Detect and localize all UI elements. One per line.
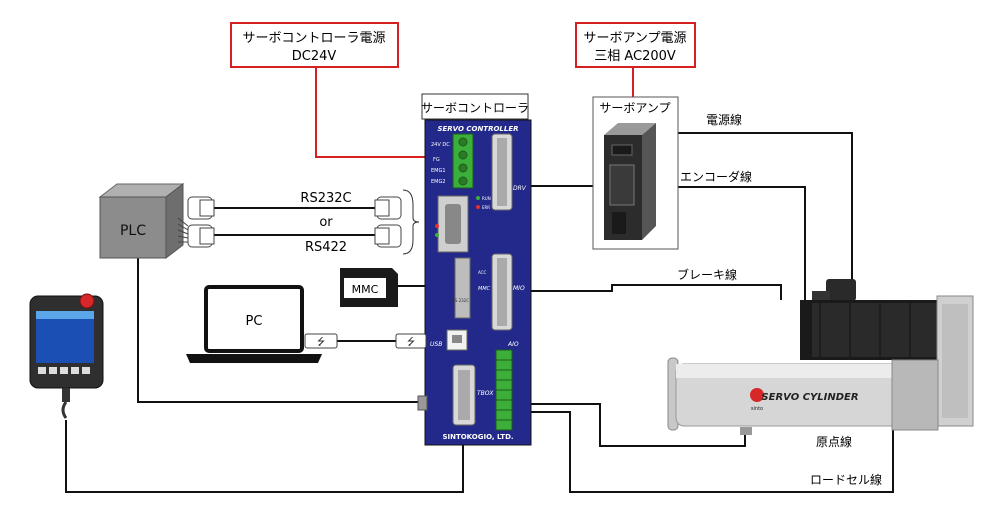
label-fg: FG <box>433 157 440 163</box>
label-mio: MIO <box>513 285 525 292</box>
label-acc: ACC <box>478 270 486 275</box>
plc-to-controller-wire <box>137 258 418 403</box>
connection-labels: 電源線 エンコーダ線 ブレーキ線 原点線 ロードセル線 <box>677 112 882 487</box>
label-aio: AIO <box>507 341 519 348</box>
servo-cylinder: sinto SERVO CYLINDER <box>667 357 939 435</box>
rs422-label: RS422 <box>305 240 347 255</box>
controller-header: SERVO CONTROLLER <box>437 125 518 133</box>
label-mmc: MMC <box>478 286 491 292</box>
loadcell-wire <box>531 411 894 493</box>
plc-wire-bundle <box>177 217 189 243</box>
label-run: RUN <box>482 196 491 201</box>
rs232c-label: RS232C <box>300 191 351 206</box>
callout-value: 三相 AC200V <box>594 49 676 64</box>
teaching-box <box>29 293 104 419</box>
cylinder-brand: SERVO CYLINDER <box>761 392 858 403</box>
pc-laptop: PC <box>186 285 322 363</box>
amp-title: サーボアンプ <box>599 101 670 115</box>
callout-value: DC24V <box>292 49 337 64</box>
mmc-card: MMC <box>340 268 398 307</box>
encoder-line-label: エンコーダ線 <box>680 169 752 184</box>
label-tbox: TBOX <box>477 390 494 397</box>
label-emg1: EMG1 <box>431 168 446 174</box>
usb-icon: ⭍ <box>407 336 415 348</box>
label-err: ERR <box>482 205 490 210</box>
plc: PLC <box>98 182 185 260</box>
servo-motor <box>800 279 974 427</box>
usb-icon: ⭍ <box>317 336 325 348</box>
brake-line-label: ブレーキ線 <box>677 267 737 282</box>
label-dc: 24V DC <box>431 142 450 148</box>
callout-title: サーボアンプ電源 <box>583 31 686 46</box>
callout-title: サーボコントローラ電源 <box>242 31 385 46</box>
label-usb: USB <box>430 341 442 348</box>
origin-line-label: 原点線 <box>816 434 852 449</box>
origin-wire <box>531 403 746 447</box>
power-line-wire <box>663 132 853 282</box>
or-label: or <box>319 215 333 230</box>
servo-amp: サーボアンプ <box>592 96 679 250</box>
cylinder-logo: sinto <box>751 406 763 412</box>
label-rs232c: RS 232C <box>452 298 469 303</box>
plc-label: PLC <box>120 223 146 239</box>
controller-power-leader <box>315 67 430 158</box>
label-emg2: EMG2 <box>431 179 446 185</box>
controller-power-callout: サーボコントローラ電源 DC24V <box>230 22 399 68</box>
amp-power-callout: サーボアンプ電源 三相 AC200V <box>575 22 696 68</box>
rs-cable-connectors <box>187 189 420 255</box>
pc-label: PC <box>246 314 263 329</box>
mmc-label: MMC <box>352 283 379 296</box>
controller-title: サーボコントローラ <box>421 101 529 115</box>
usb-plugs: ⭍ ⭍ <box>304 333 427 349</box>
controller-footer: SINTOKOGIO, LTD. <box>442 433 513 441</box>
label-drv: DRV <box>513 185 527 192</box>
encoder-line-wire <box>663 186 806 300</box>
brake-line-wire <box>531 284 782 300</box>
tbox-wire <box>65 420 464 493</box>
servo-controller: サーボコントローラ SERVO CONTROLLER 24V DC FG EMG… <box>417 93 532 446</box>
power-line-label: 電源線 <box>706 112 742 127</box>
loadcell-line-label: ロードセル線 <box>810 472 882 487</box>
